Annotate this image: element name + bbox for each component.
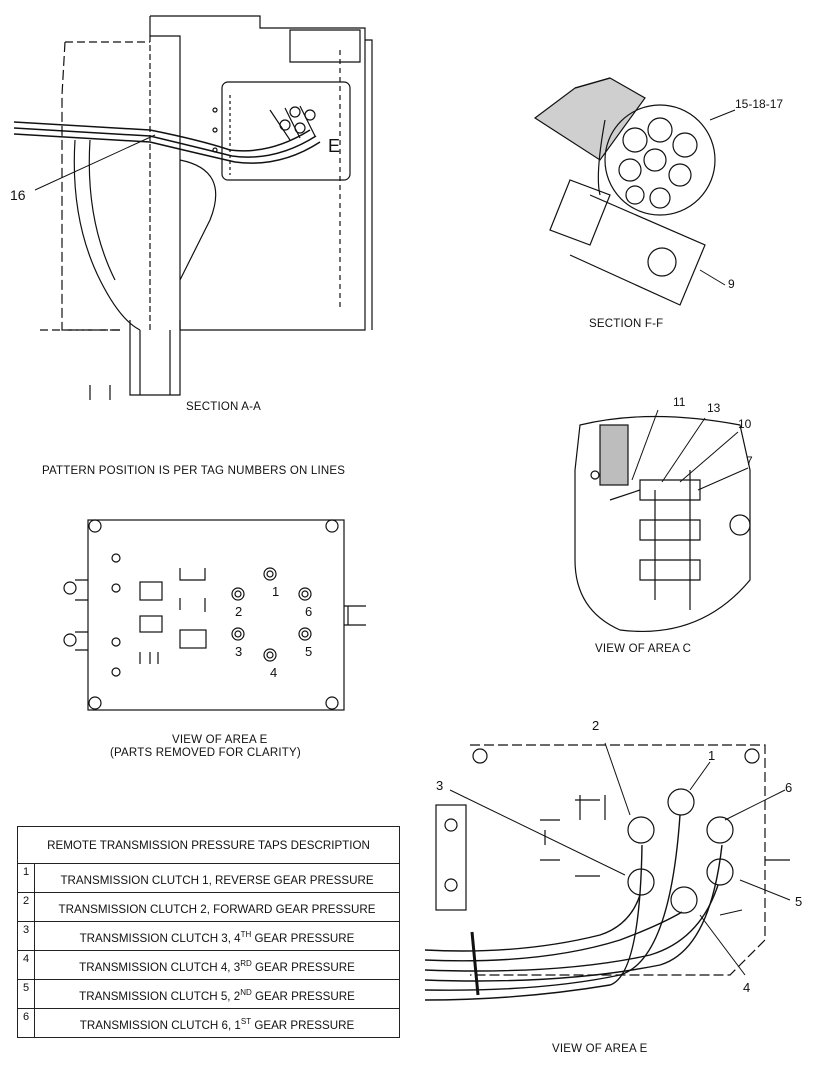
area-c-callout-7: 7 — [746, 454, 753, 468]
area-e-top-subcaption: (PARTS REMOVED FOR CLARITY) — [110, 747, 301, 759]
area-e-bottom-caption: VIEW OF AREA E — [552, 1043, 648, 1055]
tap-number: 5 — [17, 979, 35, 1009]
table-row: 3 TRANSMISSION CLUTCH 3, 4TH GEAR PRESSU… — [17, 921, 400, 951]
area-c-drawing — [574, 409, 751, 633]
table-row: 5 TRANSMISSION CLUTCH 5, 2ND GEAR PRESSU… — [17, 979, 400, 1009]
tap-description: TRANSMISSION CLUTCH 6, 1ST GEAR PRESSURE — [34, 1008, 400, 1038]
area-e-bottom-tap-4: 4 — [743, 980, 750, 995]
area-e-bottom-drawing — [424, 742, 791, 1001]
area-e-top-tap-4: 4 — [270, 665, 277, 680]
table-header: REMOTE TRANSMISSION PRESSURE TAPS DESCRI… — [17, 826, 400, 864]
tap-description: TRANSMISSION CLUTCH 1, REVERSE GEAR PRES… — [34, 863, 400, 893]
table-row: 6 TRANSMISSION CLUTCH 6, 1ST GEAR PRESSU… — [17, 1008, 400, 1038]
area-e-top-tap-3: 3 — [235, 644, 242, 659]
tap-description: TRANSMISSION CLUTCH 4, 3RD GEAR PRESSURE — [34, 950, 400, 980]
section-aa-area-letter: E — [328, 136, 340, 156]
taps-description-table: REMOTE TRANSMISSION PRESSURE TAPS DESCRI… — [17, 826, 400, 1038]
tap-number: 3 — [17, 921, 35, 951]
section-ff-callout-15-18-17: 15-18-17 — [735, 97, 783, 111]
section-ff-caption: SECTION F-F — [589, 318, 664, 330]
area-e-bottom-tap-2: 2 — [592, 718, 599, 733]
area-e-top-tap-5: 5 — [305, 644, 312, 659]
table-row: 4 TRANSMISSION CLUTCH 4, 3RD GEAR PRESSU… — [17, 950, 400, 980]
table-header-row: REMOTE TRANSMISSION PRESSURE TAPS DESCRI… — [17, 826, 400, 864]
area-e-bottom-tap-6: 6 — [785, 780, 792, 795]
area-e-top-tap-2: 2 — [235, 604, 242, 619]
area-e-bottom-tap-1: 1 — [708, 748, 715, 763]
area-c-callout-13: 13 — [707, 401, 721, 415]
pattern-position-note: PATTERN POSITION IS PER TAG NUMBERS ON L… — [42, 465, 346, 477]
table-row: 1 TRANSMISSION CLUTCH 1, REVERSE GEAR PR… — [17, 863, 400, 893]
area-e-top-tap-6: 6 — [305, 604, 312, 619]
tap-number: 1 — [17, 863, 35, 893]
section-aa-caption: SECTION A-A — [186, 401, 262, 413]
area-e-bottom-tap-5: 5 — [795, 894, 802, 909]
area-c-caption: VIEW OF AREA C — [595, 643, 692, 655]
tap-number: 2 — [17, 892, 35, 922]
section-aa-callout-16: 16 — [10, 187, 26, 203]
tap-description: TRANSMISSION CLUTCH 5, 2ND GEAR PRESSURE — [34, 979, 400, 1009]
area-c-callout-10: 10 — [738, 417, 752, 431]
area-e-top-drawing — [63, 519, 366, 711]
tap-number: 6 — [17, 1008, 35, 1038]
area-c-callout-11: 11 — [673, 395, 686, 409]
area-e-top-caption: VIEW OF AREA E — [172, 734, 268, 746]
tap-description: TRANSMISSION CLUTCH 3, 4TH GEAR PRESSURE — [34, 921, 400, 951]
area-e-top-tap-1: 1 — [272, 584, 279, 599]
section-aa-drawing — [13, 15, 373, 400]
tap-number: 4 — [17, 950, 35, 980]
section-ff-drawing — [533, 77, 736, 306]
area-e-bottom-tap-3: 3 — [436, 778, 443, 793]
section-ff-callout-9: 9 — [728, 277, 735, 291]
tap-description: TRANSMISSION CLUTCH 2, FORWARD GEAR PRES… — [34, 892, 400, 922]
table-row: 2 TRANSMISSION CLUTCH 2, FORWARD GEAR PR… — [17, 892, 400, 922]
